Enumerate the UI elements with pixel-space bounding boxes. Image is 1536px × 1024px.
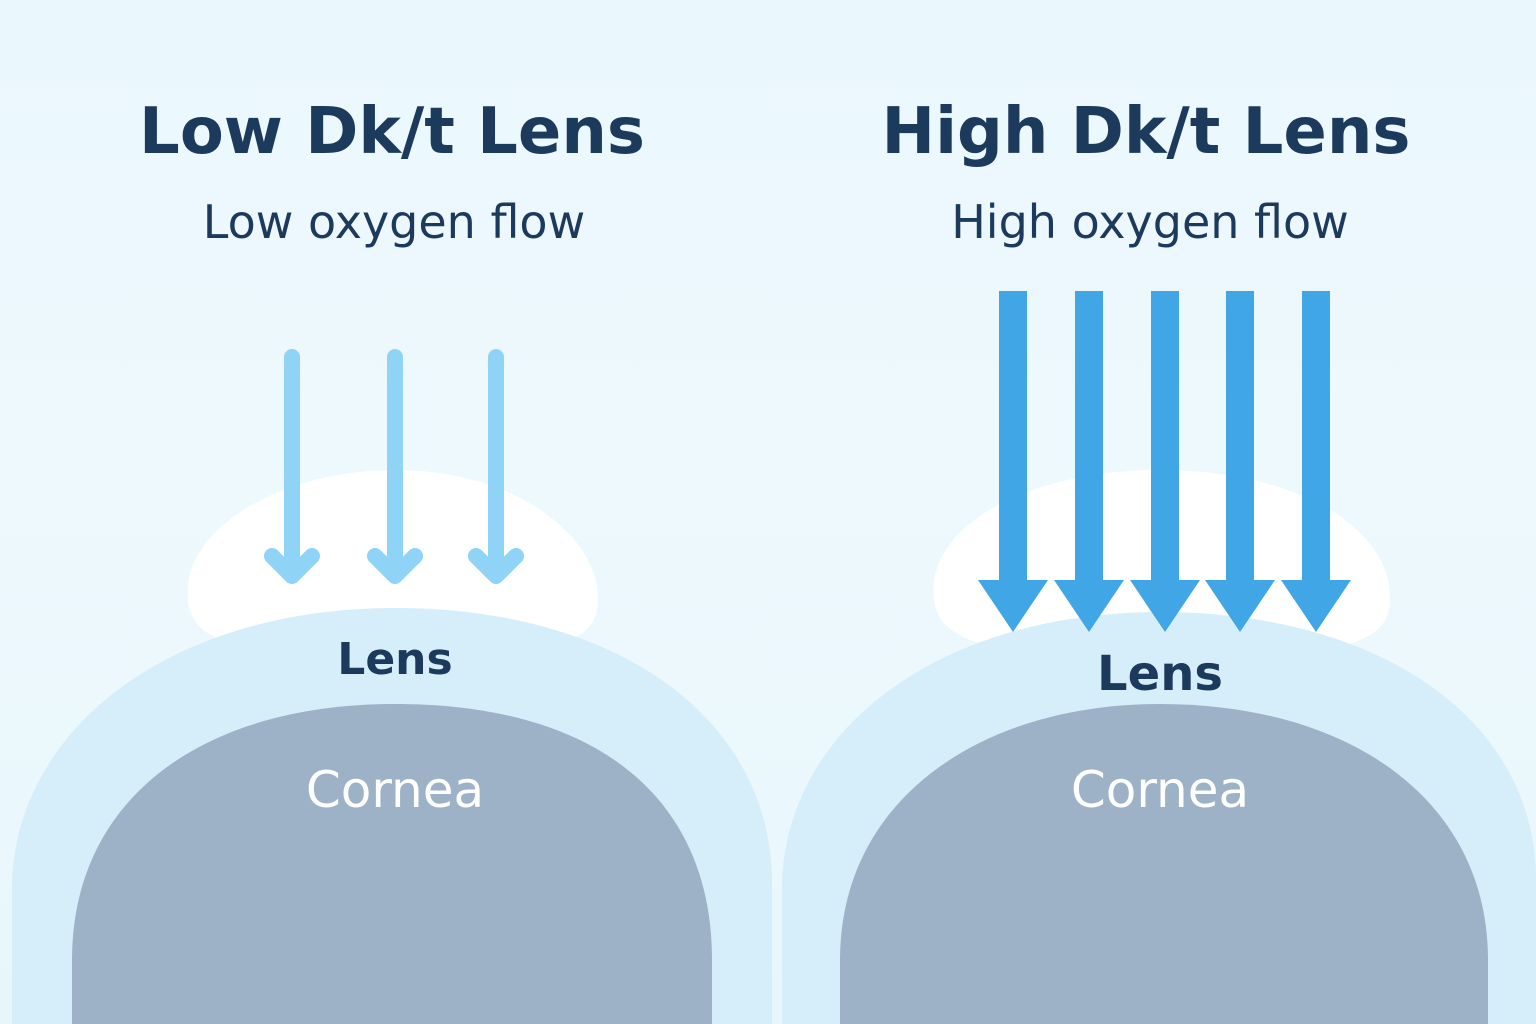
oxygen-arrow (1205, 291, 1275, 632)
oxygen-arrow (1054, 291, 1124, 632)
high-dkt-panel: High Dk/t Lens High oxygen flow Lens Cor… (782, 95, 1536, 1024)
high-cornea-label: Cornea (1071, 761, 1249, 819)
low-cornea (72, 704, 712, 1024)
oxygen-arrow (468, 349, 524, 584)
high-oxygen-arrows (978, 291, 1351, 632)
high-panel-title: High Dk/t Lens (882, 95, 1411, 169)
high-cornea (840, 704, 1488, 1024)
low-lens-label: Lens (337, 634, 452, 685)
oxygen-arrow (367, 349, 423, 584)
oxygen-arrow (978, 291, 1048, 632)
oxygen-arrow (264, 349, 320, 584)
low-panel-subtitle: Low oxygen flow (203, 195, 585, 249)
oxygen-arrow (1281, 291, 1351, 632)
high-panel-subtitle: High oxygen flow (951, 195, 1349, 249)
oxygen-arrow (1130, 291, 1200, 632)
low-panel-title: Low Dk/t Lens (139, 95, 645, 169)
high-lens-label: Lens (1097, 646, 1223, 702)
low-oxygen-arrows (264, 349, 524, 584)
low-dkt-panel: Low Dk/t Lens Low oxygen flow Lens Corne… (12, 95, 772, 1024)
low-cornea-label: Cornea (306, 761, 484, 819)
